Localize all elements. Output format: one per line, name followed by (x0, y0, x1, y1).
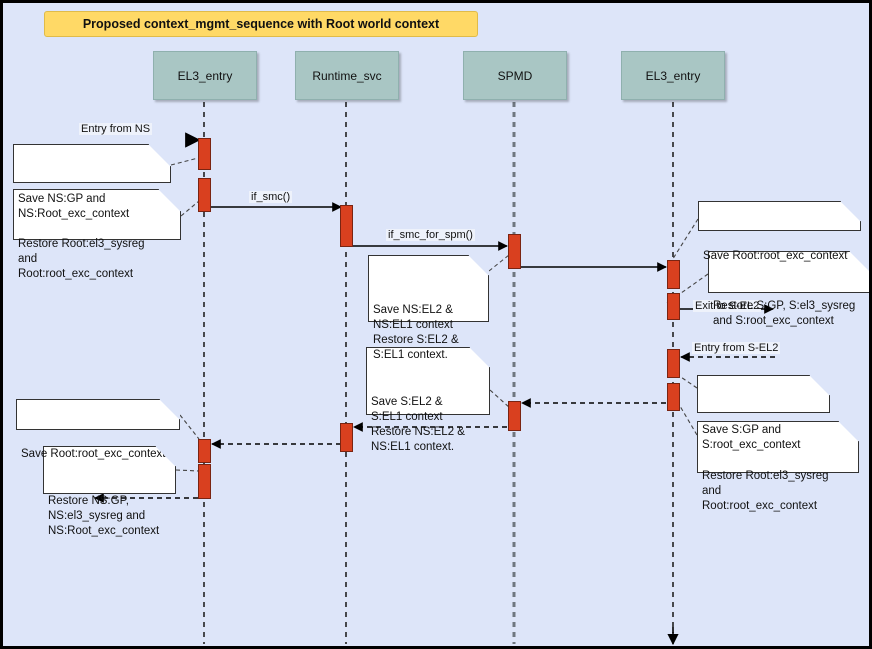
activation-bar (340, 205, 353, 247)
note-text: Restore S:GP, S:el3_sysreg and S:root_ex… (713, 300, 856, 327)
note-save-s-gp: Save S:GP and S:root_exc_context (697, 375, 830, 451)
activation-bar (340, 423, 353, 452)
note-save-ns-gp: Save NS:GP and NS:Root_exc_context (13, 144, 171, 220)
label-text: if_smc() (251, 191, 291, 203)
note-fold-icon (838, 421, 859, 442)
note-text: Save NS:GP and NS:Root_exc_context (18, 193, 130, 220)
note-fold-icon (159, 399, 180, 420)
note-text: Save S:GP and S:root_exc_context (702, 424, 801, 451)
note-text: Save Root:root_exc_context (703, 250, 848, 262)
label-text: Entry from NS (81, 123, 151, 135)
lifeline-label: Runtime_svc (312, 68, 382, 83)
activation-bar (667, 260, 680, 289)
activation-bar (667, 349, 680, 378)
activation-bar (198, 138, 211, 170)
activation-bar (508, 234, 521, 269)
activation-bar (198, 439, 211, 463)
note-restore-ns-gp: Restore NS:GP, NS:el3_sysreg and NS:Root… (43, 446, 176, 537)
diagram-title: Proposed context_mgmt_sequence with Root… (82, 17, 440, 31)
note-restore-root-el3-sysreg-2: Restore Root:el3_sysreg and Root:root_ex… (697, 421, 859, 512)
label-text: if_smc_for_spm() (388, 229, 473, 241)
note-fold-icon (148, 144, 171, 167)
lifeline-head-spmd[interactable]: SPMD (463, 51, 567, 100)
lifeline-head-runtime-svc[interactable]: Runtime_svc (295, 51, 399, 100)
activation-bar (198, 178, 211, 212)
note-save-root-exc-context-1: Save Root:root_exc_context (698, 201, 861, 262)
message-label-entry-from-ns: Entry from NS (79, 123, 153, 135)
note-text: Restore Root:el3_sysreg and Root:root_ex… (18, 238, 145, 280)
note-text: Restore Root:el3_sysreg and Root:root_ex… (702, 470, 829, 512)
diagram-vector-layer (94, 102, 775, 646)
activation-bar (667, 293, 680, 320)
note-text: Restore NS:GP, NS:el3_sysreg and NS:Root… (48, 495, 160, 537)
lifeline-label: EL3_entry (177, 68, 233, 83)
label-text: Exit to S-EL2 (695, 300, 760, 312)
message-label-entry-from-s-el2: Entry from S-EL2 (692, 342, 781, 354)
note-save-ns-el2-restore-s-el2: Save NS:EL2 & NS:EL1 context Restore S:E… (368, 255, 489, 361)
note-restore-s-gp: Restore S:GP, S:el3_sysreg and S:root_ex… (708, 251, 869, 327)
note-save-root-exc-context-2: Save Root:root_exc_context (16, 399, 180, 460)
message-label-if-smc-for-spm: if_smc_for_spm() (386, 229, 475, 241)
message-label-if-smc: if_smc() (249, 191, 293, 203)
note-fold-icon (840, 201, 861, 222)
note-text: Save S:EL2 & S:EL1 context Restore NS:EL… (371, 396, 465, 453)
note-save-s-el2-restore-ns-el2: Save S:EL2 & S:EL1 context Restore NS:EL… (366, 347, 490, 453)
lifeline-label: EL3_entry (645, 68, 701, 83)
note-fold-icon (809, 375, 830, 396)
note-text: Save NS:EL2 & NS:EL1 context Restore S:E… (373, 304, 459, 361)
note-restore-root-el3-sysreg-1: Restore Root:el3_sysreg and Root:root_ex… (13, 189, 181, 280)
note-text: Save Root:root_exc_context (21, 448, 166, 460)
activation-bar (508, 401, 521, 431)
activation-bar (198, 464, 211, 499)
message-label-exit-to-s-el2: Exit to S-EL2 (693, 300, 762, 312)
lifeline-head-el3-entry-s[interactable]: EL3_entry (621, 51, 725, 100)
lifeline-head-el3-entry-ns[interactable]: EL3_entry (153, 51, 257, 100)
activation-bar (667, 383, 680, 411)
note-fold-icon (468, 255, 489, 276)
label-text: Entry from S-EL2 (694, 342, 779, 354)
lifeline-label: SPMD (497, 68, 533, 83)
diagram-title-banner: Proposed context_mgmt_sequence with Root… (44, 11, 478, 37)
